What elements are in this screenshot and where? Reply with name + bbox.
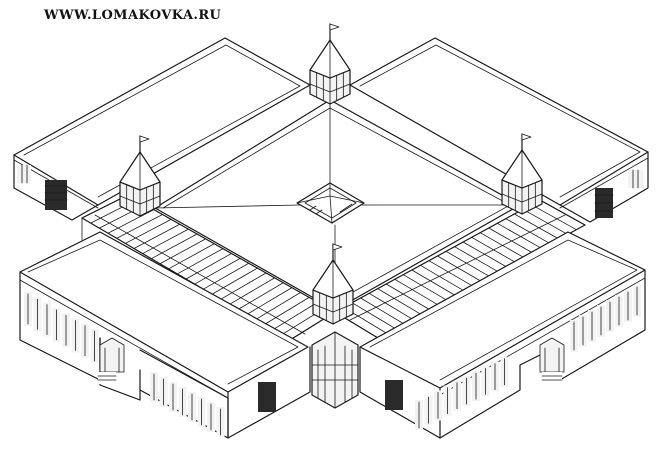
porch-right <box>539 337 565 384</box>
wing-back-right <box>349 37 649 223</box>
flag-icon <box>521 133 532 151</box>
center-skylight <box>296 182 365 224</box>
flag-icon <box>139 135 150 153</box>
tower-right <box>501 133 543 215</box>
tower-back <box>309 23 351 105</box>
gallery-right <box>334 199 586 339</box>
wing-front-right <box>359 231 646 439</box>
site-watermark: WWW.LOMAKOVKA.RU <box>44 8 222 23</box>
central-entrance <box>311 331 359 409</box>
tower-front <box>312 243 354 325</box>
flag-icon <box>329 23 340 41</box>
flag-icon <box>332 243 343 261</box>
wing-front-left <box>19 231 311 439</box>
porch-left <box>97 337 125 384</box>
tower-left <box>119 135 161 217</box>
